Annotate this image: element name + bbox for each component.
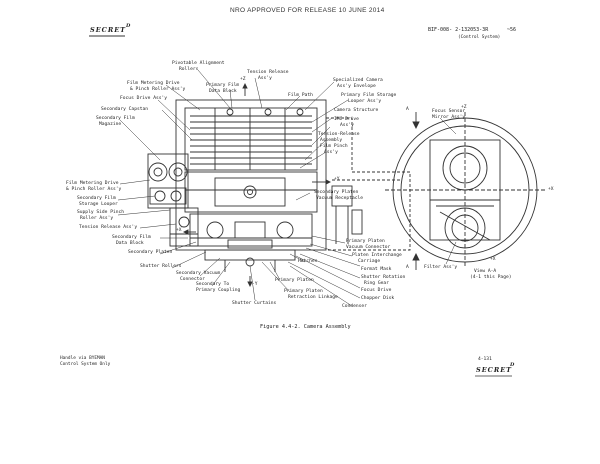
label-view-aa-note: (4-1 this Page) — [470, 275, 512, 280]
label-focus-sensor: Focus Sensor — [432, 109, 466, 114]
axis-bottom-y: -Y — [252, 282, 258, 287]
label-data-block: Data Block — [209, 89, 237, 94]
axis-mid-y: +Y — [334, 177, 340, 182]
document-id: BIF-008- 2-132053-3R — [428, 27, 489, 33]
secret-marking-bottom: SECRET — [476, 366, 513, 374]
label-secondary-film-magazine: Secondary Film — [96, 116, 135, 121]
secondary-reel-1 — [148, 162, 168, 182]
label-vacuum-connector: Vacuum Connector — [346, 245, 391, 250]
label-imc-drive: IMC Drive — [334, 117, 359, 122]
label-platen-interchange: Platen Interchange — [352, 253, 402, 258]
label-tension-release: Tension Release — [247, 70, 289, 75]
label-secondary-film: Secondary Film — [112, 235, 151, 240]
handle-via-note: Handle via BYEMAN — [60, 356, 105, 361]
label-ring-gear: Ring Gear — [364, 281, 389, 286]
label-supply-side-pinch: Supply Side Pinch — [77, 210, 125, 215]
label-view-aa: View A-A — [474, 269, 497, 274]
axis-right-z: +Z — [461, 105, 467, 110]
label-magazine: Magazine — [99, 122, 122, 127]
label-specialized-camera: Specialized Camera — [333, 78, 383, 83]
label-carriage: Carriage — [358, 259, 381, 264]
label-focus-drive: Focus Drive — [361, 288, 392, 293]
secondary-reel-2 — [168, 162, 188, 182]
label-mirror-assy: Mirror Ass'y — [432, 115, 466, 120]
label-primary-platen: Primary Platen — [346, 239, 385, 244]
label-roller-assy: Roller Ass'y — [80, 216, 114, 221]
label-looper-assy: Looper Ass'y — [348, 99, 382, 104]
label-primary-film: Primary Film — [206, 83, 240, 88]
section-marker-a-bottom: A — [406, 265, 409, 270]
label-camera-structure: Camera Structure — [334, 108, 379, 113]
label-assembly: Assembly — [320, 138, 343, 143]
label-connector: Connector — [180, 277, 205, 282]
approval-stamp: NRO APPROVED FOR RELEASE 10 JUNE 2014 — [230, 7, 385, 14]
document-id-suffix: ~56 — [507, 27, 517, 33]
label-condenser: Condenser — [342, 304, 367, 309]
page-number: 4-131 — [478, 357, 492, 362]
label-secondary-film-storage: Secondary Film — [77, 196, 116, 201]
secondary-magazine-outline — [147, 153, 189, 209]
label-shutter-rotation: Shutter Rotation — [361, 275, 406, 280]
document-control: (Control System) — [458, 35, 501, 40]
label-rollers: Rollers — [179, 67, 199, 72]
label-primary-platen-retraction: Primary Platen — [284, 289, 323, 294]
label-shutter-curtains: Shutter Curtains — [232, 301, 277, 306]
label-chopper-disk: Chopper Disk — [361, 296, 395, 301]
label-secondary-platen: Secondary Platen — [314, 190, 359, 195]
label-film-pinch: Film Pinch — [320, 144, 348, 149]
middle-frame-outline — [184, 171, 318, 213]
label-secondary-platen-left: Secondary Platen — [128, 250, 173, 255]
label-shutter-rollers: Shutter Rollers — [140, 264, 182, 269]
label-pinch-roller-left: & Pinch Roller Ass'y — [66, 187, 122, 192]
label-envelope-assy: Ass'y Envelope — [337, 84, 376, 89]
label-imc-drive-assy: Ass'y — [340, 123, 354, 128]
axis-right-x: +X — [548, 187, 554, 192]
axis-top-z: +Z — [240, 77, 246, 82]
axis-right-x-lower: +X — [490, 257, 496, 262]
secret-code-bottom: D — [510, 362, 516, 368]
label-secondary-capstan: Secondary Capstan — [101, 107, 149, 112]
label-primary-platen-bottom: Primary Platen — [275, 278, 314, 283]
platen-dashed-outline — [326, 117, 411, 251]
label-film-metering-drive: Film Metering Drive — [127, 81, 180, 86]
label-data-block-left: Data Block — [116, 241, 144, 246]
label-secondary-vacuum: Secondary Vacuum — [176, 271, 221, 276]
label-tension-release-assembly: Tension-Release — [318, 132, 360, 137]
label-retraction-linkage: Retraction Linkage — [288, 295, 338, 300]
secret-marking-top: SECRET — [90, 26, 127, 34]
label-primary-coupling: Primary Coupling — [196, 288, 241, 293]
section-upper-element — [442, 145, 488, 191]
label-film-pinch-assy: Ass'y — [324, 150, 338, 155]
label-tension-release-left: Tension Release Ass'y — [79, 225, 138, 230]
upper-magazine-outline — [184, 107, 318, 171]
label-tension-release-assy: Ass'y — [258, 76, 272, 81]
axis-left-x: +X — [176, 228, 182, 233]
control-system-note: Control System Only — [60, 362, 111, 367]
lower-frame-outline — [189, 213, 313, 247]
label-film-metering-drive-left: Film Metering Drive — [66, 181, 119, 186]
label-focus-drive-assy: Focus Drive Ass'y — [120, 96, 168, 101]
label-secondary-to: Secondary To — [196, 282, 230, 287]
label-filter-assy: Filter Ass'y — [424, 265, 458, 270]
label-pinch-roller-assy: & Pinch Roller Ass'y — [130, 87, 186, 92]
label-hatches: Hatches — [298, 259, 318, 264]
label-vacuum-receptacle: Vacuum Receptacle — [316, 196, 364, 201]
label-pivotable-alignment: Pivotable Alignment — [172, 61, 225, 66]
section-marker-a-top: A — [406, 107, 409, 112]
figure-caption: Figure 4.4-2. Camera Assembly — [260, 324, 351, 330]
section-lower-element — [444, 207, 486, 249]
label-film-path: Film Path — [288, 93, 313, 98]
label-format-mask: Format Mask — [361, 267, 392, 272]
secret-code-top: D — [126, 23, 132, 29]
label-storage-looper: Storage Looper — [79, 202, 118, 207]
label-primary-film-storage: Primary Film Storage — [341, 93, 397, 98]
